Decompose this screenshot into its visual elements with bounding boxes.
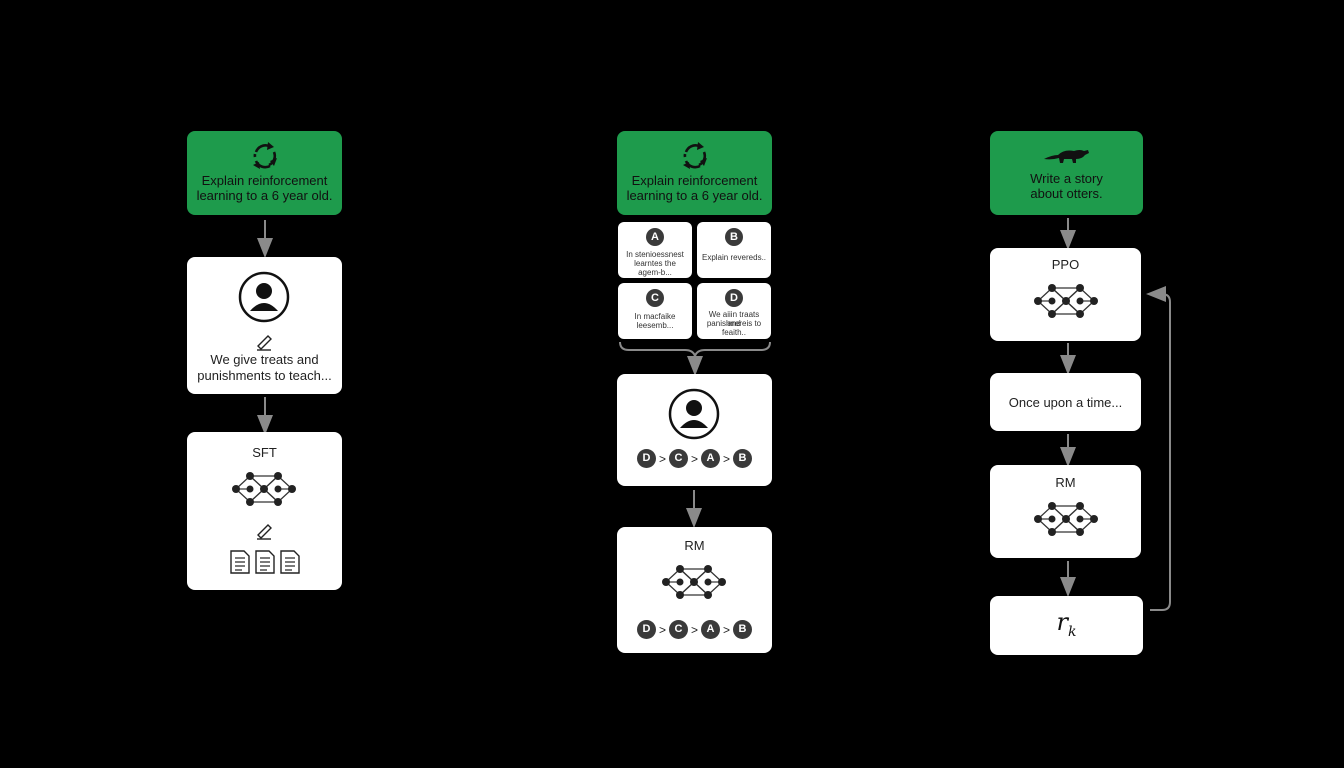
ranking-order: D > C > A > B <box>617 449 772 468</box>
candidate-b-card: B Explain revereds.. <box>697 222 771 278</box>
arrow-down-icon <box>1060 218 1076 250</box>
rank-1: D <box>636 449 656 468</box>
otter-icon <box>1044 150 1089 163</box>
candidate-b-badge: B <box>725 228 743 246</box>
recycle-icon <box>251 141 279 171</box>
rm-ranking-order: D > C > A > B <box>617 620 772 639</box>
rank-separator: > <box>690 451 698 466</box>
reward-subscript: k <box>1068 623 1077 640</box>
sft-label: SFT <box>252 445 277 460</box>
rank-separator: > <box>658 622 666 637</box>
brace-arrow-icon <box>619 341 771 376</box>
arrow-down-icon <box>257 397 273 435</box>
rank-4: B <box>733 620 753 639</box>
rank-separator: > <box>723 451 731 466</box>
step3-reward-box: rk <box>990 596 1143 655</box>
arrow-down-icon <box>1060 434 1076 467</box>
rank-3: A <box>701 620 720 639</box>
candidate-a-line-1: In stenioessnest <box>626 250 684 259</box>
step1-demo-line-1: We give treats and <box>210 352 319 367</box>
labeler-avatar-icon <box>668 388 720 440</box>
step2-prompt-line-2: learning to a 6 year old. <box>626 188 763 203</box>
arrow-down-icon <box>1060 561 1076 597</box>
candidate-d-card: D We aiiin traats and panishnereis to fe… <box>697 283 771 339</box>
arrow-down-icon <box>257 220 273 258</box>
step3-rm-box: RM <box>990 465 1141 558</box>
step3-prompt-line-2: about otters. <box>1030 186 1103 201</box>
rank-2: C <box>668 449 688 468</box>
neural-network-icon <box>1033 501 1099 537</box>
candidate-d-badge: D <box>725 289 743 307</box>
candidate-c-card: C In macfaike leesemb... <box>618 283 692 339</box>
step2-rm-box: RM D > C > A > B <box>617 527 772 653</box>
step1-prompt-line-1: Explain reinforcement <box>201 173 328 188</box>
neural-network-icon <box>1033 283 1099 319</box>
feedback-loop-arrow-icon <box>1146 286 1171 611</box>
candidate-c-line-1: In macfaike <box>634 312 676 321</box>
candidate-a-line-2: learntes the <box>634 259 676 268</box>
neural-network-icon <box>661 564 727 600</box>
labeler-avatar-icon <box>238 271 290 323</box>
arrow-down-icon <box>686 490 702 528</box>
step1-sft-box: SFT <box>187 432 342 590</box>
candidate-d-line-2: panishnereis to <box>706 319 762 328</box>
candidate-d-line-1: We aiiin traats and <box>708 310 760 328</box>
candidate-a-line-3: agem-b... <box>638 268 672 277</box>
arrow-down-icon <box>1060 343 1076 375</box>
rank-4: B <box>733 449 753 468</box>
documents-icon <box>230 550 300 574</box>
rank-1: D <box>636 620 656 639</box>
pencil-icon <box>256 335 272 351</box>
candidate-b-line-1: Explain revereds.. <box>701 253 767 262</box>
rank-2: C <box>668 620 688 639</box>
step3-prompt-line-1: Write a story <box>1030 171 1103 186</box>
step1-demo-line-2: punishments to teach... <box>197 368 332 383</box>
rank-separator: > <box>658 451 666 466</box>
ppo-label: PPO <box>1051 257 1080 272</box>
step2-ranking-box: D > C > A > B <box>617 374 772 486</box>
candidate-a-badge: A <box>646 228 664 246</box>
reward-symbol: rk <box>990 608 1143 640</box>
step1-prompt-box: Explain reinforcement learning to a 6 ye… <box>187 131 342 215</box>
neural-network-icon <box>231 471 297 507</box>
candidate-d-line-3: feaith.. <box>721 328 746 337</box>
output-text: Once upon a time... <box>1008 395 1123 410</box>
candidate-c-badge: C <box>646 289 664 307</box>
rm-label: RM <box>684 538 705 553</box>
rank-separator: > <box>723 622 731 637</box>
step2-prompt-line-1: Explain reinforcement <box>631 173 758 188</box>
recycle-icon <box>681 141 709 171</box>
reward-r: r <box>1056 608 1068 636</box>
step3-prompt-box: Write a story about otters. <box>990 131 1143 215</box>
rank-separator: > <box>690 622 698 637</box>
rm-label: RM <box>1055 475 1076 490</box>
candidate-c-line-2: leesemb... <box>636 321 674 330</box>
step3-output-box: Once upon a time... <box>990 373 1141 431</box>
pencil-icon <box>256 524 272 540</box>
step3-ppo-box: PPO <box>990 248 1141 341</box>
step1-demo-box: We give treats and punishments to teach.… <box>187 257 342 394</box>
step1-prompt-line-2: learning to a 6 year old. <box>196 188 333 203</box>
candidate-a-card: A In stenioessnest learntes the agem-b..… <box>618 222 692 278</box>
step2-prompt-box: Explain reinforcement learning to a 6 ye… <box>617 131 772 215</box>
rank-3: A <box>701 449 720 468</box>
